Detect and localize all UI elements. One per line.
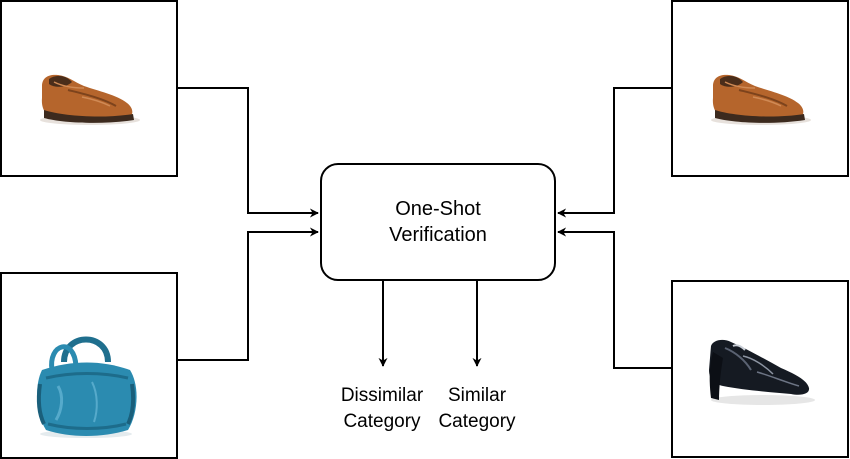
one-shot-verification-box: One-Shot Verification bbox=[320, 163, 556, 281]
center-box-line-2: Verification bbox=[389, 224, 487, 246]
output-dissimilar-line-1: Dissimilar bbox=[340, 385, 424, 406]
black-leather-shoe-icon bbox=[709, 339, 815, 405]
center-box-label: One-Shot Verification bbox=[389, 196, 487, 248]
output-label-dissimilar: Dissimilar Category bbox=[328, 383, 436, 435]
output-similar-line-1: Similar bbox=[447, 385, 507, 406]
center-box-line-1: One-Shot bbox=[395, 198, 481, 220]
output-dissimilar-line-2: Category bbox=[343, 411, 421, 432]
output-label-similar: Similar Category bbox=[426, 383, 528, 435]
image-frame-top-left bbox=[0, 0, 178, 177]
image-frame-bottom-left bbox=[0, 272, 178, 459]
output-similar-line-2: Category bbox=[438, 411, 516, 432]
brown-leather-shoe-icon bbox=[711, 74, 811, 125]
teal-handbag-icon bbox=[36, 336, 137, 438]
image-frame-bottom-right bbox=[671, 280, 849, 458]
image-frame-top-right bbox=[671, 0, 849, 177]
connector-top-right bbox=[557, 87, 673, 218]
connector-bottom-left bbox=[177, 227, 319, 361]
brown-leather-shoe-icon bbox=[40, 74, 140, 125]
connector-top-left bbox=[177, 87, 319, 218]
connector-bottom-right bbox=[557, 227, 673, 369]
